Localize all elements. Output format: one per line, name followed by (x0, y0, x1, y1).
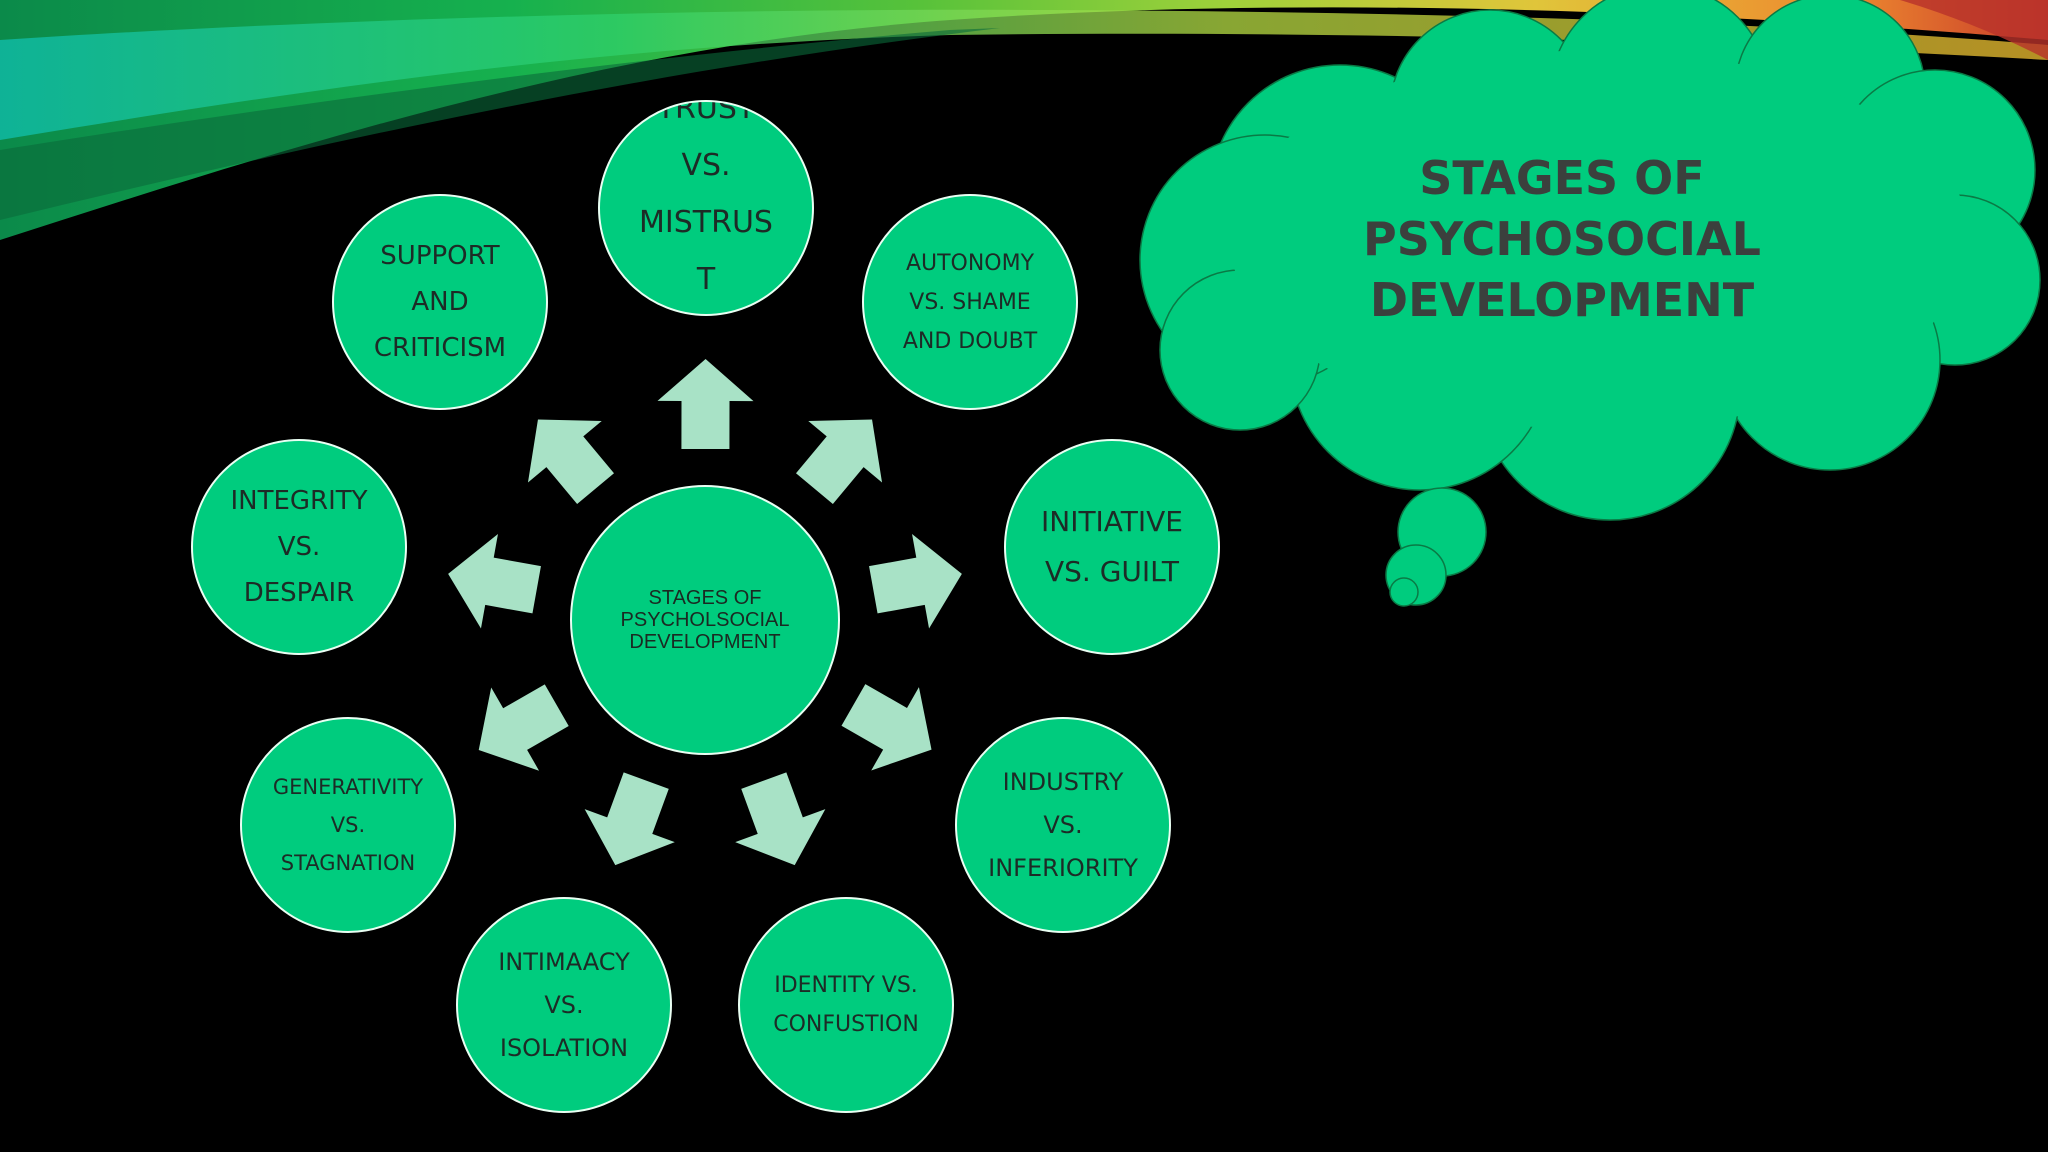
arrow-to-identity (735, 772, 826, 866)
arrow-to-trust (657, 359, 754, 450)
slide-title: STAGES OF PSYCHOSOCIAL DEVELOPMENT (1363, 151, 1761, 327)
stage-node-industry: INDUSTRY VS. INFERIORITY (955, 717, 1171, 933)
arrow-to-initiative (869, 534, 962, 629)
arrow-to-integrity (448, 534, 541, 629)
arrow-to-support (527, 419, 615, 504)
center-node: STAGES OF PSYCHOLSOCIAL DEVELOPMENT (570, 485, 840, 755)
stage-node-integrity: INTEGRITY VS. DESPAIR (191, 439, 407, 655)
stage-node-identity: IDENTITY VS. CONFUSTION (738, 897, 954, 1113)
stage-arrows (448, 359, 962, 866)
arrow-to-generativity (478, 684, 569, 771)
decorative-swoosh (0, 0, 2048, 240)
arrow-to-autonomy (795, 419, 883, 504)
stage-node-trust: TRUST VS. MISTRUS T (598, 100, 814, 316)
stage-node-autonomy: AUTONOMY VS. SHAME AND DOUBT (862, 194, 1078, 410)
stage-node-intimacy: INTIMAACY VS. ISOLATION (456, 897, 672, 1113)
arrow-to-industry (841, 684, 932, 771)
arrow-to-intimacy (584, 772, 675, 866)
stage-node-support: SUPPORT AND CRITICISM (332, 194, 548, 410)
thought-cloud (1139, 0, 2041, 607)
stage-node-initiative: INITIATIVE VS. GUILT (1004, 439, 1220, 655)
stage-node-generativity: GENERATIVITY VS. STAGNATION (240, 717, 456, 933)
